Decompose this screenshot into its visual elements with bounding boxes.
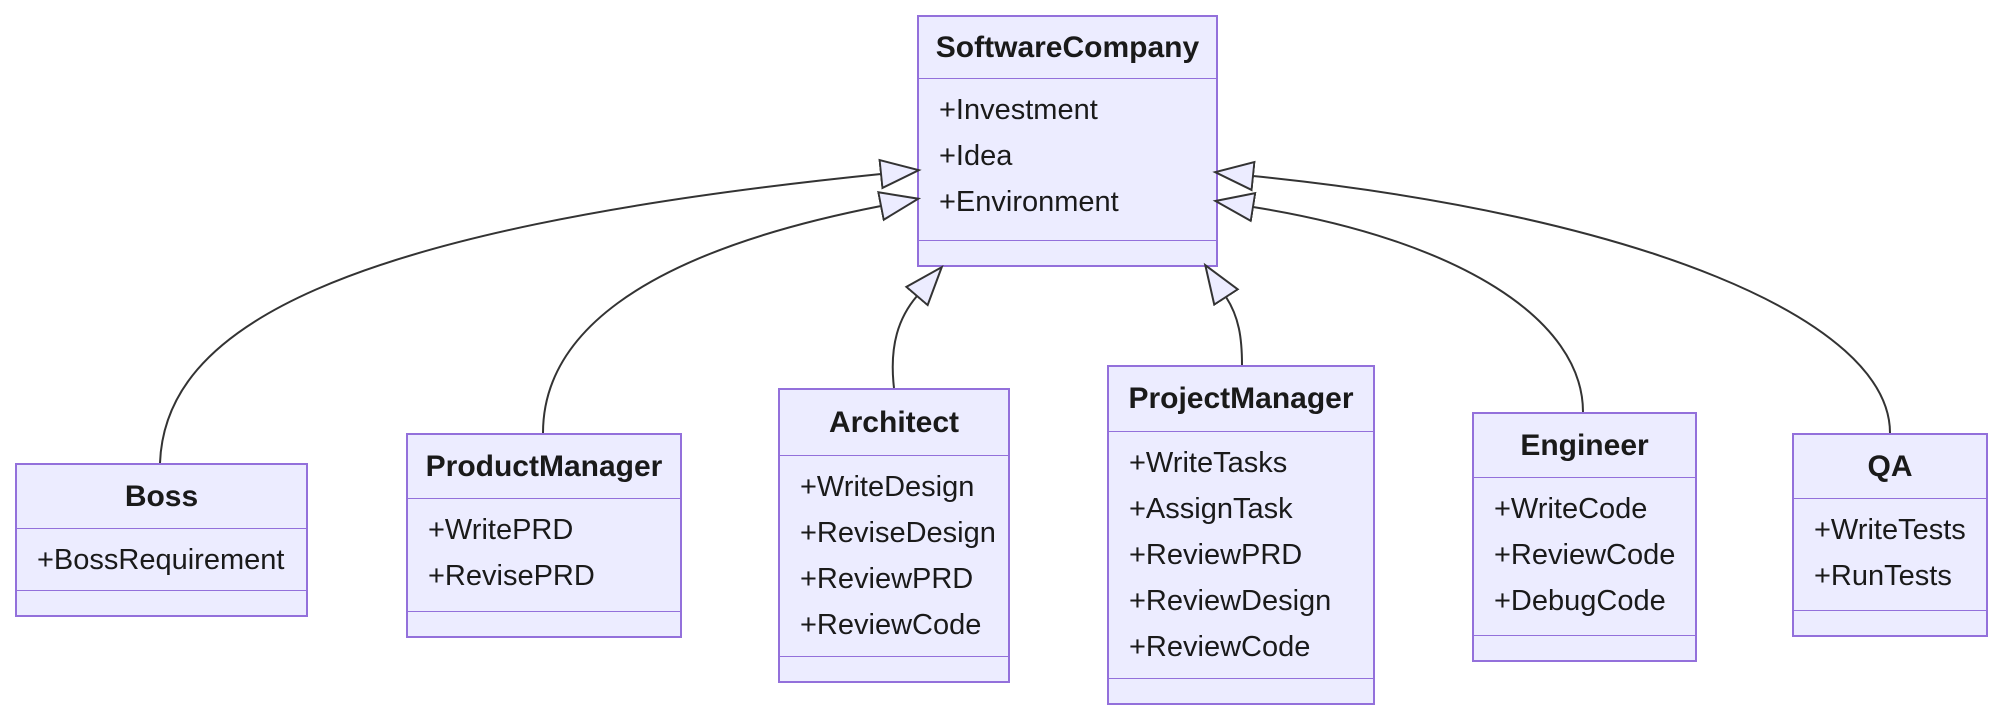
attribute: +ReviewCode: [800, 609, 982, 641]
class-title: Boss: [17, 465, 306, 529]
class-title: QA: [1794, 435, 1986, 499]
class-attributes: +WriteTasks +AssignTask +ReviewPRD +Revi…: [1109, 432, 1373, 679]
edge-architect-inherits-softwarecompany: [891, 264, 944, 389]
class-node-boss: Boss +BossRequirement: [15, 463, 308, 617]
class-attributes: +WriteDesign +ReviseDesign +ReviewPRD +R…: [780, 456, 1008, 657]
attribute: +Investment: [939, 94, 1098, 126]
attribute: +WriteTasks: [1129, 447, 1288, 479]
attribute: +Idea: [939, 140, 1013, 172]
class-node-qa: QA +WriteTests +RunTests: [1792, 433, 1988, 637]
class-node-softwarecompany: SoftwareCompany +Investment +Idea +Envir…: [917, 15, 1218, 267]
edge-qa-inherits-softwarecompany: [1212, 160, 1891, 434]
attribute: +RevisePRD: [428, 560, 595, 592]
attribute: +ReviseDesign: [800, 517, 996, 549]
class-title: Engineer: [1474, 414, 1695, 478]
class-node-productmanager: ProductManager +WritePRD +RevisePRD: [406, 433, 682, 638]
attribute: +ReviewPRD: [1129, 539, 1303, 571]
attribute: +DebugCode: [1494, 585, 1666, 617]
attribute: +WriteTests: [1814, 514, 1966, 546]
class-attributes: +Investment +Idea +Environment: [919, 79, 1216, 241]
class-title: SoftwareCompany: [919, 17, 1216, 79]
edge-boss-inherits-softwarecompany: [159, 158, 922, 464]
edge-productmanager-inherits-softwarecompany: [542, 191, 922, 434]
attribute: +ReviewDesign: [1129, 585, 1332, 617]
attribute: +WriteDesign: [800, 471, 975, 503]
class-title: Architect: [780, 390, 1008, 456]
attribute: +ReviewPRD: [800, 563, 974, 595]
attribute: +Environment: [939, 186, 1119, 218]
attribute: +AssignTask: [1129, 493, 1293, 525]
class-attributes: +WritePRD +RevisePRD: [408, 499, 680, 612]
attribute: +WriteCode: [1494, 493, 1648, 525]
class-title: ProjectManager: [1109, 367, 1373, 432]
edge-engineer-inherits-softwarecompany: [1212, 191, 1584, 413]
class-title: ProductManager: [408, 435, 680, 499]
attribute: +BossRequirement: [37, 544, 285, 576]
class-node-architect: Architect +WriteDesign +ReviseDesign +Re…: [778, 388, 1010, 683]
class-node-engineer: Engineer +WriteCode +ReviewCode +DebugCo…: [1472, 412, 1697, 662]
edge-projectmanager-inherits-softwarecompany: [1203, 262, 1243, 366]
class-node-projectmanager: ProjectManager +WriteTasks +AssignTask +…: [1107, 365, 1375, 705]
attribute: +RunTests: [1814, 560, 1952, 592]
attribute: +ReviewCode: [1494, 539, 1676, 571]
class-attributes: +BossRequirement: [17, 529, 306, 591]
class-attributes: +WriteCode +ReviewCode +DebugCode: [1474, 478, 1695, 636]
class-attributes: +WriteTests +RunTests: [1794, 499, 1986, 611]
attribute: +ReviewCode: [1129, 631, 1311, 663]
attribute: +WritePRD: [428, 514, 574, 546]
